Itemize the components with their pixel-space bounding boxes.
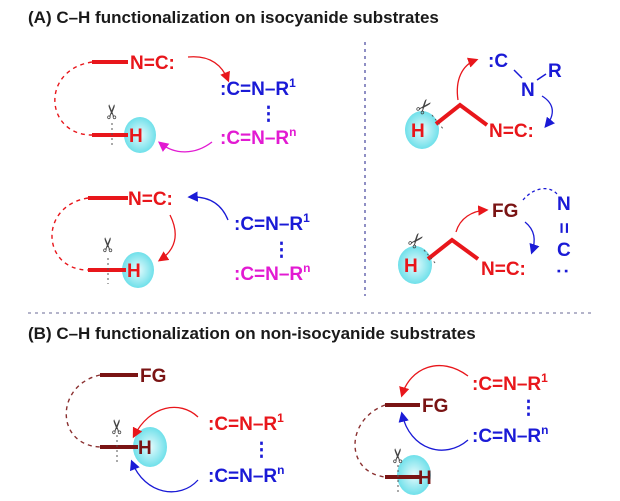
ellipsis-dots: ⋮ (259, 104, 278, 125)
scissors-icon: ✂ (105, 418, 129, 435)
reagent-1: :C=N–R1 (220, 76, 296, 100)
fg-label: FG (492, 201, 518, 222)
chain-bond (434, 102, 489, 127)
hydrogen-label: H (127, 261, 141, 282)
chain-bond (426, 237, 480, 261)
tether-dashed (54, 61, 93, 136)
arrow-magenta (157, 141, 213, 153)
cleavage-line (431, 114, 445, 131)
scissors-icon: ✂ (386, 447, 410, 464)
panel-a3: H N=C: ✂ :C N R (405, 51, 562, 149)
bond (513, 69, 523, 79)
lone-pair: : (553, 268, 574, 274)
isocyanide-label: N=C: (130, 53, 175, 74)
arrow-blue (398, 411, 469, 451)
arrow-red (399, 365, 469, 398)
nitrogen-label: N (521, 80, 535, 101)
isocyanide-label: N=C: (489, 121, 534, 142)
scissors-icon: ✂ (96, 236, 120, 253)
ellipsis-dots: ⋮ (519, 398, 538, 419)
hydrogen-label: H (129, 126, 143, 147)
arrow-blue (187, 191, 229, 221)
hydrogen-label: H (411, 121, 425, 142)
ellipsis-dots: ⋮ (272, 240, 291, 261)
isocyanide-label: N=C: (481, 259, 526, 280)
fg-label: FG (140, 366, 166, 387)
reagent-1: :C=N–R1 (208, 411, 284, 435)
reagent-n: :C=N–Rn (472, 423, 549, 447)
arrow-blue (130, 459, 199, 493)
h-highlight (124, 117, 156, 153)
reagent-1: :C=N–R1 (234, 211, 310, 235)
panel-a4: H N=C: ✂ FG N = C : (398, 188, 574, 284)
fg-label: FG (422, 396, 448, 417)
panel-a1: N=C: :C=N–R1 ⋮ :C=N–Rn H ✂ (54, 53, 297, 153)
arrow-red (456, 57, 479, 101)
bond (536, 73, 547, 81)
hydrogen-label: H (418, 468, 432, 489)
reagent-1: :C=N–R1 (472, 371, 548, 395)
cleavage-line (423, 249, 437, 265)
r-group-label: R (548, 61, 562, 82)
section-a-title: (A) C–H functionalization on isocyanide … (28, 8, 439, 27)
h-highlight (405, 111, 439, 149)
arrow-red (157, 214, 176, 262)
tether-dashed (354, 404, 386, 478)
panel-b2: FG H ✂ :C=N–R1 ⋮ :C=N–Rn (354, 365, 549, 495)
reagent-n: :C=N–Rn (234, 261, 311, 285)
panel-b1: FG H ✂ :C=N–R1 ⋮ :C=N–Rn (65, 366, 285, 493)
arrow-red (187, 56, 230, 83)
reagent-n: :C=N–Rn (208, 463, 285, 487)
arrow-blue (541, 95, 555, 129)
h-highlight (398, 246, 432, 284)
tether-dashed (65, 374, 101, 448)
double-bond: = (553, 222, 574, 233)
arrow-blue (524, 221, 540, 255)
arrow-red (132, 406, 199, 439)
reagent-n: :C=N–Rn (220, 125, 297, 149)
carbon-label: C (557, 240, 571, 261)
arrow-red (455, 205, 489, 233)
hydrogen-label: H (404, 256, 418, 277)
scissors-icon: ✂ (100, 103, 124, 120)
nitrogen-label: N (557, 194, 571, 215)
hydrogen-label: H (138, 438, 152, 459)
carbene-c-label: :C (488, 51, 508, 72)
panel-a2: N=C: :C=N–R1 ⋮ :C=N–Rn H ✂ (51, 189, 311, 288)
isocyanide-label: N=C: (128, 189, 173, 210)
ellipsis-dots: ⋮ (252, 440, 271, 461)
tether-dashed (51, 197, 89, 271)
h-highlight (122, 252, 154, 288)
tether-dashed (522, 188, 558, 201)
section-b-title: (B) C–H functionalization on non-isocyan… (28, 324, 476, 343)
